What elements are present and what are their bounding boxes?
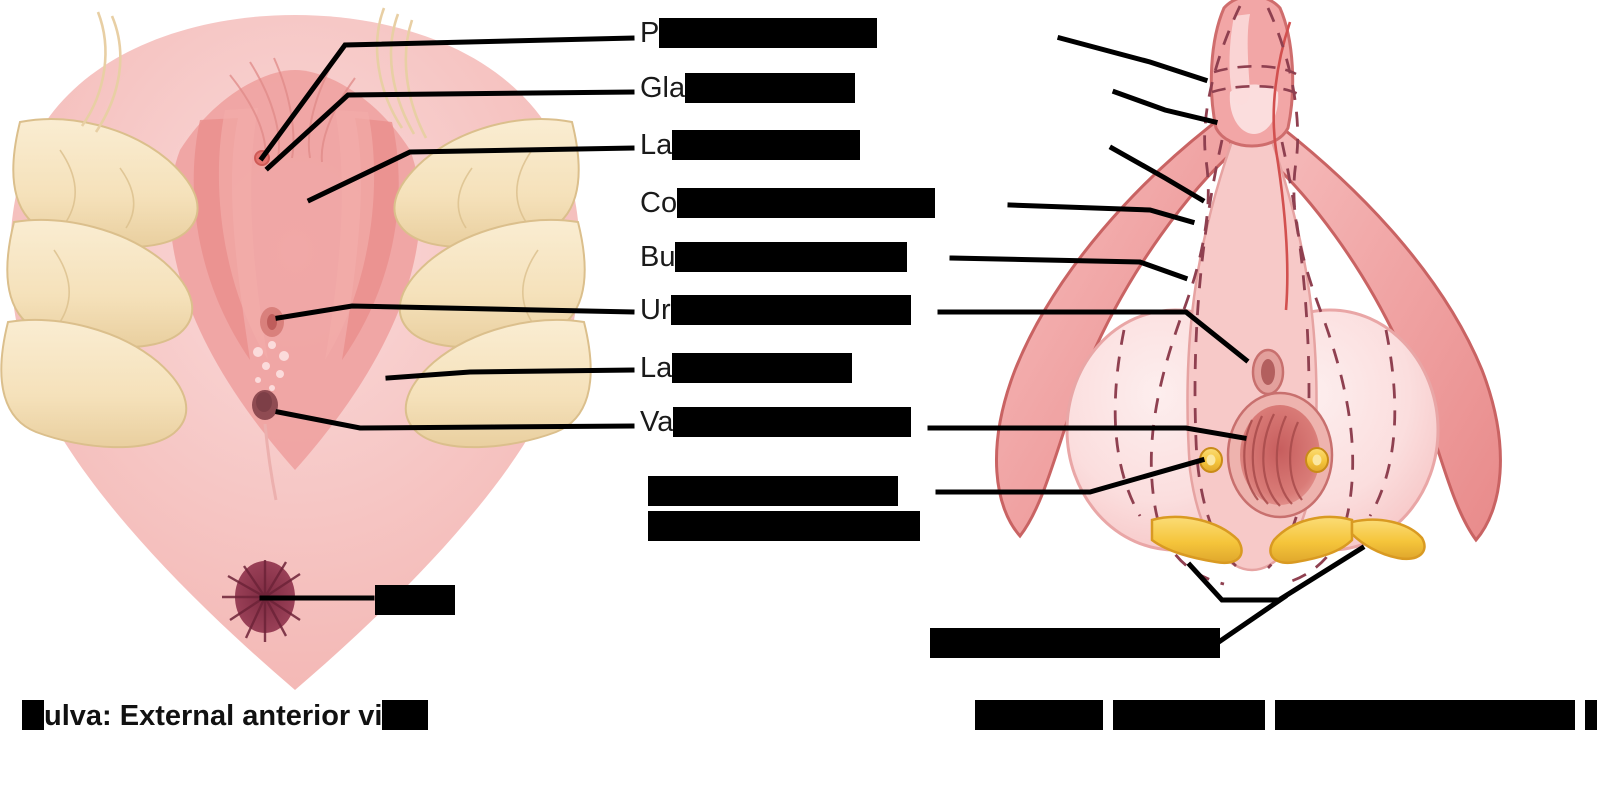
label-glans-clitoris-redaction (685, 73, 856, 103)
label-glans-clitoris-visible: Gla (640, 72, 686, 104)
bartholin-duct-opening-right (1305, 447, 1329, 473)
vestibule-speckles (253, 341, 289, 391)
bartholin-gland-left (1150, 515, 1243, 565)
leader-right-labia-minora (1108, 144, 1206, 204)
perineal-raphe (263, 423, 278, 501)
label-corpus-cavernosum: Co (640, 187, 936, 219)
label-bartholin-glands (930, 628, 1220, 659)
label-vaginal-orifice: Va (640, 406, 912, 438)
caption-right-redaction-1 (975, 700, 1103, 730)
caption-right (975, 700, 1597, 733)
leader-left-glans (264, 89, 635, 172)
caption-left-suffix-redaction (382, 700, 429, 730)
leader-left-prepuce (258, 35, 635, 162)
label-bulb-vestibule-visible: Bu (640, 241, 676, 273)
label-corpus-cavernosum-visible: Co (640, 187, 678, 219)
right-hand (393, 118, 592, 449)
caption-left: ulva: External anterior vi (22, 700, 429, 733)
left-crus (995, 117, 1237, 539)
right-crus (1256, 117, 1502, 543)
leader-left-vaginal (275, 409, 635, 431)
caption-right-redaction-2 (1113, 700, 1265, 730)
caption-left-visible: ulva: External anterior vi (44, 700, 383, 732)
dorsal-vessel (1272, 21, 1292, 311)
leader-right-bartholin-opening (935, 456, 1206, 495)
label-labia-majora-redaction (672, 353, 853, 383)
leader-right-bulb (949, 255, 1189, 282)
label-anus (375, 585, 455, 616)
vaginal-orifice-right (1226, 391, 1334, 519)
label-urethral-orifice-redaction (670, 295, 911, 325)
label-labia-minora: La (640, 129, 861, 161)
leader-left-labia-minora (306, 145, 635, 204)
hair-strands (80, 7, 428, 139)
label-bartholin-glands-redaction (930, 628, 1220, 658)
labia-minora-right (342, 118, 399, 360)
label-vaginal-orifice-visible: Va (640, 406, 674, 438)
label-prepuce-redaction (659, 18, 878, 48)
label-corpus-cavernosum-redaction (677, 188, 936, 218)
leader-right-glans (1111, 88, 1219, 126)
label-bulb-vestibule-redaction (675, 242, 908, 272)
leader-right-corpus (1007, 202, 1196, 226)
label-labia-minora-visible: La (640, 129, 673, 161)
label-prepuce: P (640, 17, 878, 49)
leader-right-prepuce (1056, 34, 1209, 84)
label-opening-bartholin-line1-redaction (648, 476, 898, 506)
urethral-orifice-right (1251, 348, 1285, 396)
shaft-gloss (1229, 14, 1250, 105)
left-hand (0, 118, 199, 449)
label-urethral-orifice: Ur (640, 295, 911, 326)
label-prepuce-visible: P (640, 17, 660, 49)
caption-right-redaction-4 (1585, 700, 1597, 730)
label-anus-redaction (375, 585, 455, 615)
label-glans-clitoris: Gla (640, 72, 856, 104)
leader-lines (258, 34, 1366, 652)
urethral-orifice-inner (267, 314, 277, 330)
label-labia-majora: La (640, 352, 853, 384)
bartholin-gland-right-lobe (1350, 518, 1426, 561)
labia-minora-left-fold (218, 108, 268, 360)
caption-right-redaction-3 (1275, 700, 1575, 730)
caption-left-prefix-redaction (22, 700, 44, 730)
leader-bartholin-right (1278, 544, 1366, 602)
label-urethral-orifice-visible: Ur (640, 294, 671, 326)
leader-right-vaginal (927, 425, 1247, 441)
leader-bartholin-left (1186, 561, 1289, 652)
label-bulb-vestibule: Bu (640, 241, 908, 273)
bartholin-duct-opening-left (1199, 447, 1223, 473)
leader-right-urethral (937, 309, 1250, 364)
leader-left-labia-majora (385, 367, 635, 381)
vaginal-orifice-inner (256, 392, 272, 412)
right-illustration-clitoral-complex (995, 0, 1502, 586)
label-opening-bartholin-gland (648, 476, 920, 542)
label-labia-majora-visible: La (640, 352, 673, 384)
label-opening-bartholin-line2-redaction (648, 511, 920, 541)
labia-minora-left (193, 118, 250, 360)
leader-left-urethral (275, 303, 635, 321)
label-labia-minora-redaction (672, 130, 861, 160)
label-vaginal-orifice-redaction (673, 407, 912, 437)
bartholin-gland-right (1269, 515, 1354, 565)
